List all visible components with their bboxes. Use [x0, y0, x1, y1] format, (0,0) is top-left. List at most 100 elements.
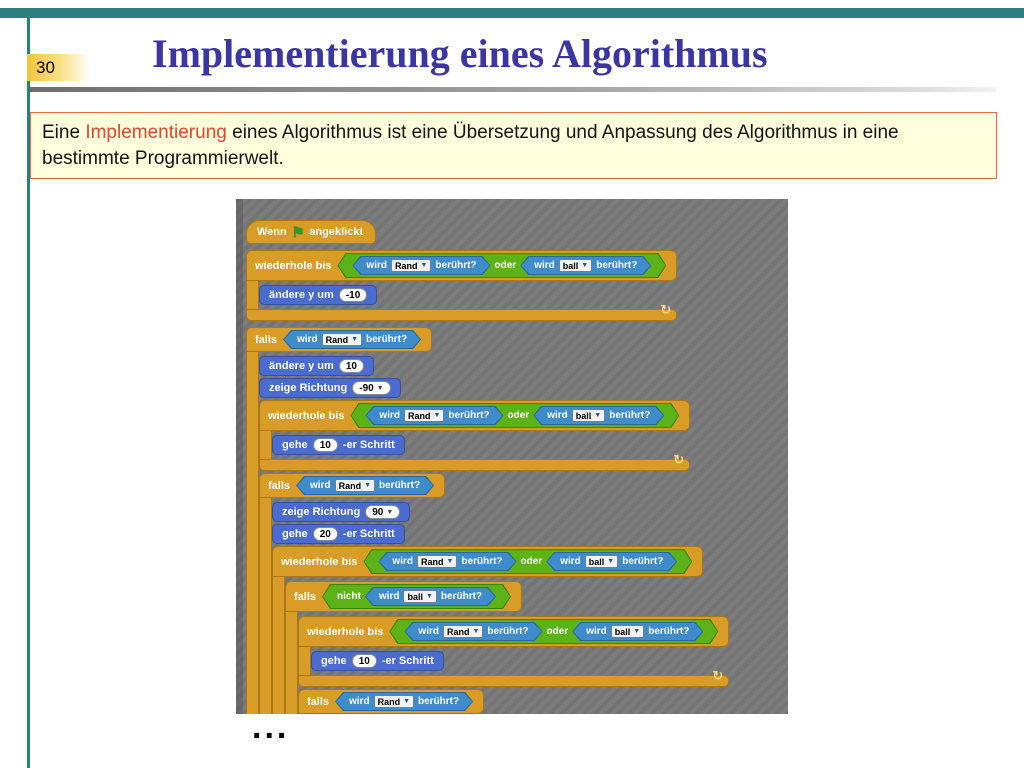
number-input[interactable]: 20 [312, 527, 338, 541]
block-label: wird [379, 410, 400, 421]
block-dropdown[interactable]: Rand▼ [322, 333, 362, 346]
block-label: ball [562, 260, 579, 271]
block-dropdown[interactable]: Rand▼ [404, 409, 444, 422]
block-label: oder [520, 556, 543, 567]
block-label: wird [586, 626, 607, 637]
block-label: wird [297, 334, 318, 345]
block-dropdown[interactable]: Rand▼ [374, 695, 414, 708]
block-label: Wenn [257, 226, 287, 238]
scratch-hat-block[interactable]: Wenn⚑angeklickt [246, 220, 377, 244]
block-label: berührt? [366, 334, 408, 345]
block-label: nicht [337, 591, 361, 602]
direction-dropdown[interactable]: -90▼ [352, 381, 391, 395]
block-label: wird [534, 260, 555, 271]
sensing-condition-inner: wird ball▼ berührt? [521, 257, 650, 274]
number-input[interactable]: 10 [338, 359, 364, 373]
direction-dropdown[interactable]: 90▼ [365, 505, 401, 519]
loop-arrow-icon: ↻ [712, 668, 724, 683]
block-dropdown[interactable]: ball▼ [559, 259, 592, 272]
block-label: oder [494, 260, 517, 271]
block-label: wiederhole bis [268, 409, 345, 422]
block-label: angeklickt [309, 226, 364, 238]
block-dropdown[interactable]: ball▼ [403, 590, 436, 603]
sensing-condition-block[interactable]: wird ball▼ berührt? [572, 622, 703, 641]
c-block-arm [272, 577, 285, 714]
sensing-condition-block[interactable]: wird ball▼ berührt? [520, 256, 651, 275]
sensing-condition-block[interactable]: wird Rand▼ berührt? [283, 330, 421, 349]
block-label: Rand [420, 556, 444, 567]
block-label: wird [378, 591, 400, 602]
block-dropdown[interactable]: Rand▼ [443, 625, 483, 638]
block-label: wiederhole bis [281, 555, 358, 568]
block-label: falls [268, 479, 291, 492]
block-dropdown[interactable]: ball▼ [611, 625, 644, 638]
scratch-command-block[interactable]: ändere y um -10 [259, 285, 378, 305]
number-input[interactable]: -10 [338, 288, 368, 302]
block-dropdown[interactable]: Rand▼ [335, 479, 375, 492]
number-input[interactable]: 10 [351, 654, 377, 668]
scratch-command-block[interactable]: zeige Richtung -90▼ [259, 378, 401, 398]
sensing-condition-inner: wird Rand▼ berührt? [284, 331, 420, 348]
c-block-footer: ↻ [246, 303, 678, 321]
block-label: berührt? [609, 410, 651, 421]
block-label: berührt? [648, 626, 690, 637]
definition-box: Eine Implementierung eines Algorithmus i… [30, 112, 997, 180]
block-label: berührt? [487, 626, 529, 637]
block-dropdown[interactable]: ball▼ [572, 409, 605, 422]
definition-text-post: eines Algorithmus ist eine Übersetzung u… [42, 122, 899, 169]
block-dropdown[interactable]: ball▼ [585, 555, 618, 568]
block-dropdown[interactable]: Rand▼ [391, 259, 431, 272]
block-dropdown[interactable]: Rand▼ [417, 555, 457, 568]
number-input[interactable]: 10 [312, 438, 338, 452]
block-label: berührt? [596, 260, 638, 271]
c-block-arm [259, 431, 272, 459]
block-label: zeige Richtung [269, 382, 348, 394]
block-label: ändere y um [269, 289, 334, 301]
c-block-arm [259, 498, 272, 714]
